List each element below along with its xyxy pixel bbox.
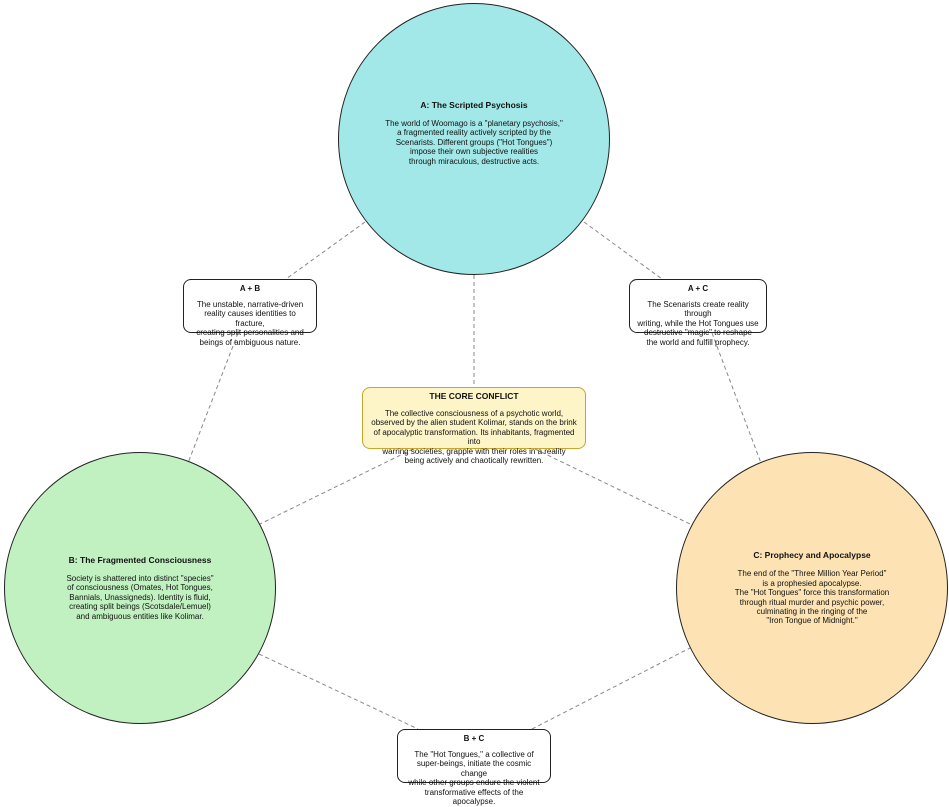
core-conflict-body: The collective consciousness of a psycho… <box>371 409 577 466</box>
connector-core-to-c <box>534 448 691 525</box>
intersection-box-ab: A + B The unstable, narrative-driven rea… <box>183 279 317 347</box>
connector-lines <box>187 221 762 730</box>
core-conflict-box: THE CORE CONFLICT The collective conscio… <box>362 387 586 465</box>
circle-b-fragmented-consciousness: B: The Fragmented Consciousness Society … <box>4 452 276 724</box>
circle-c-prophecy-apocalypse: C: Prophecy and Apocalypse The end of th… <box>676 452 948 724</box>
intersection-ac-body: The Scenarists create reality through wr… <box>637 300 759 347</box>
intersection-ab-title: A + B <box>239 284 261 293</box>
connector-b-to-bc <box>258 653 419 730</box>
connector-ab-to-b <box>187 332 239 464</box>
intersection-bc-body: The "Hot Tongues," a collective of super… <box>408 750 540 807</box>
circle-a-title: A: The Scripted Psychosis <box>420 99 528 110</box>
circle-b-body: Society is shattered into distinct "spec… <box>66 573 214 621</box>
intersection-box-bc: B + C The "Hot Tongues," a collective of… <box>397 729 551 806</box>
circle-a-body: The world of Woomago is a "planetary psy… <box>385 118 563 166</box>
connector-a-to-ab <box>285 221 366 280</box>
circle-c-title: C: Prophecy and Apocalypse <box>753 550 871 561</box>
connector-a-to-ac <box>583 221 663 280</box>
intersection-bc-title: B + C <box>463 734 485 743</box>
circle-b-title: B: The Fragmented Consciousness <box>68 554 212 565</box>
intersection-ac-title: A + C <box>687 284 709 293</box>
circle-a-scripted-psychosis: A: The Scripted Psychosis The world of W… <box>338 3 610 275</box>
connector-core-to-b <box>259 448 414 525</box>
intersection-ab-body: The unstable, narrative-driven reality c… <box>196 300 304 347</box>
connector-bc-to-c <box>531 647 691 730</box>
intersection-box-ac: A + C The Scenarists create reality thro… <box>629 279 767 347</box>
circle-c-body: The end of the "Three Million Year Perio… <box>734 569 890 626</box>
connector-ac-to-c <box>711 332 762 464</box>
core-conflict-title: THE CORE CONFLICT <box>429 391 519 401</box>
